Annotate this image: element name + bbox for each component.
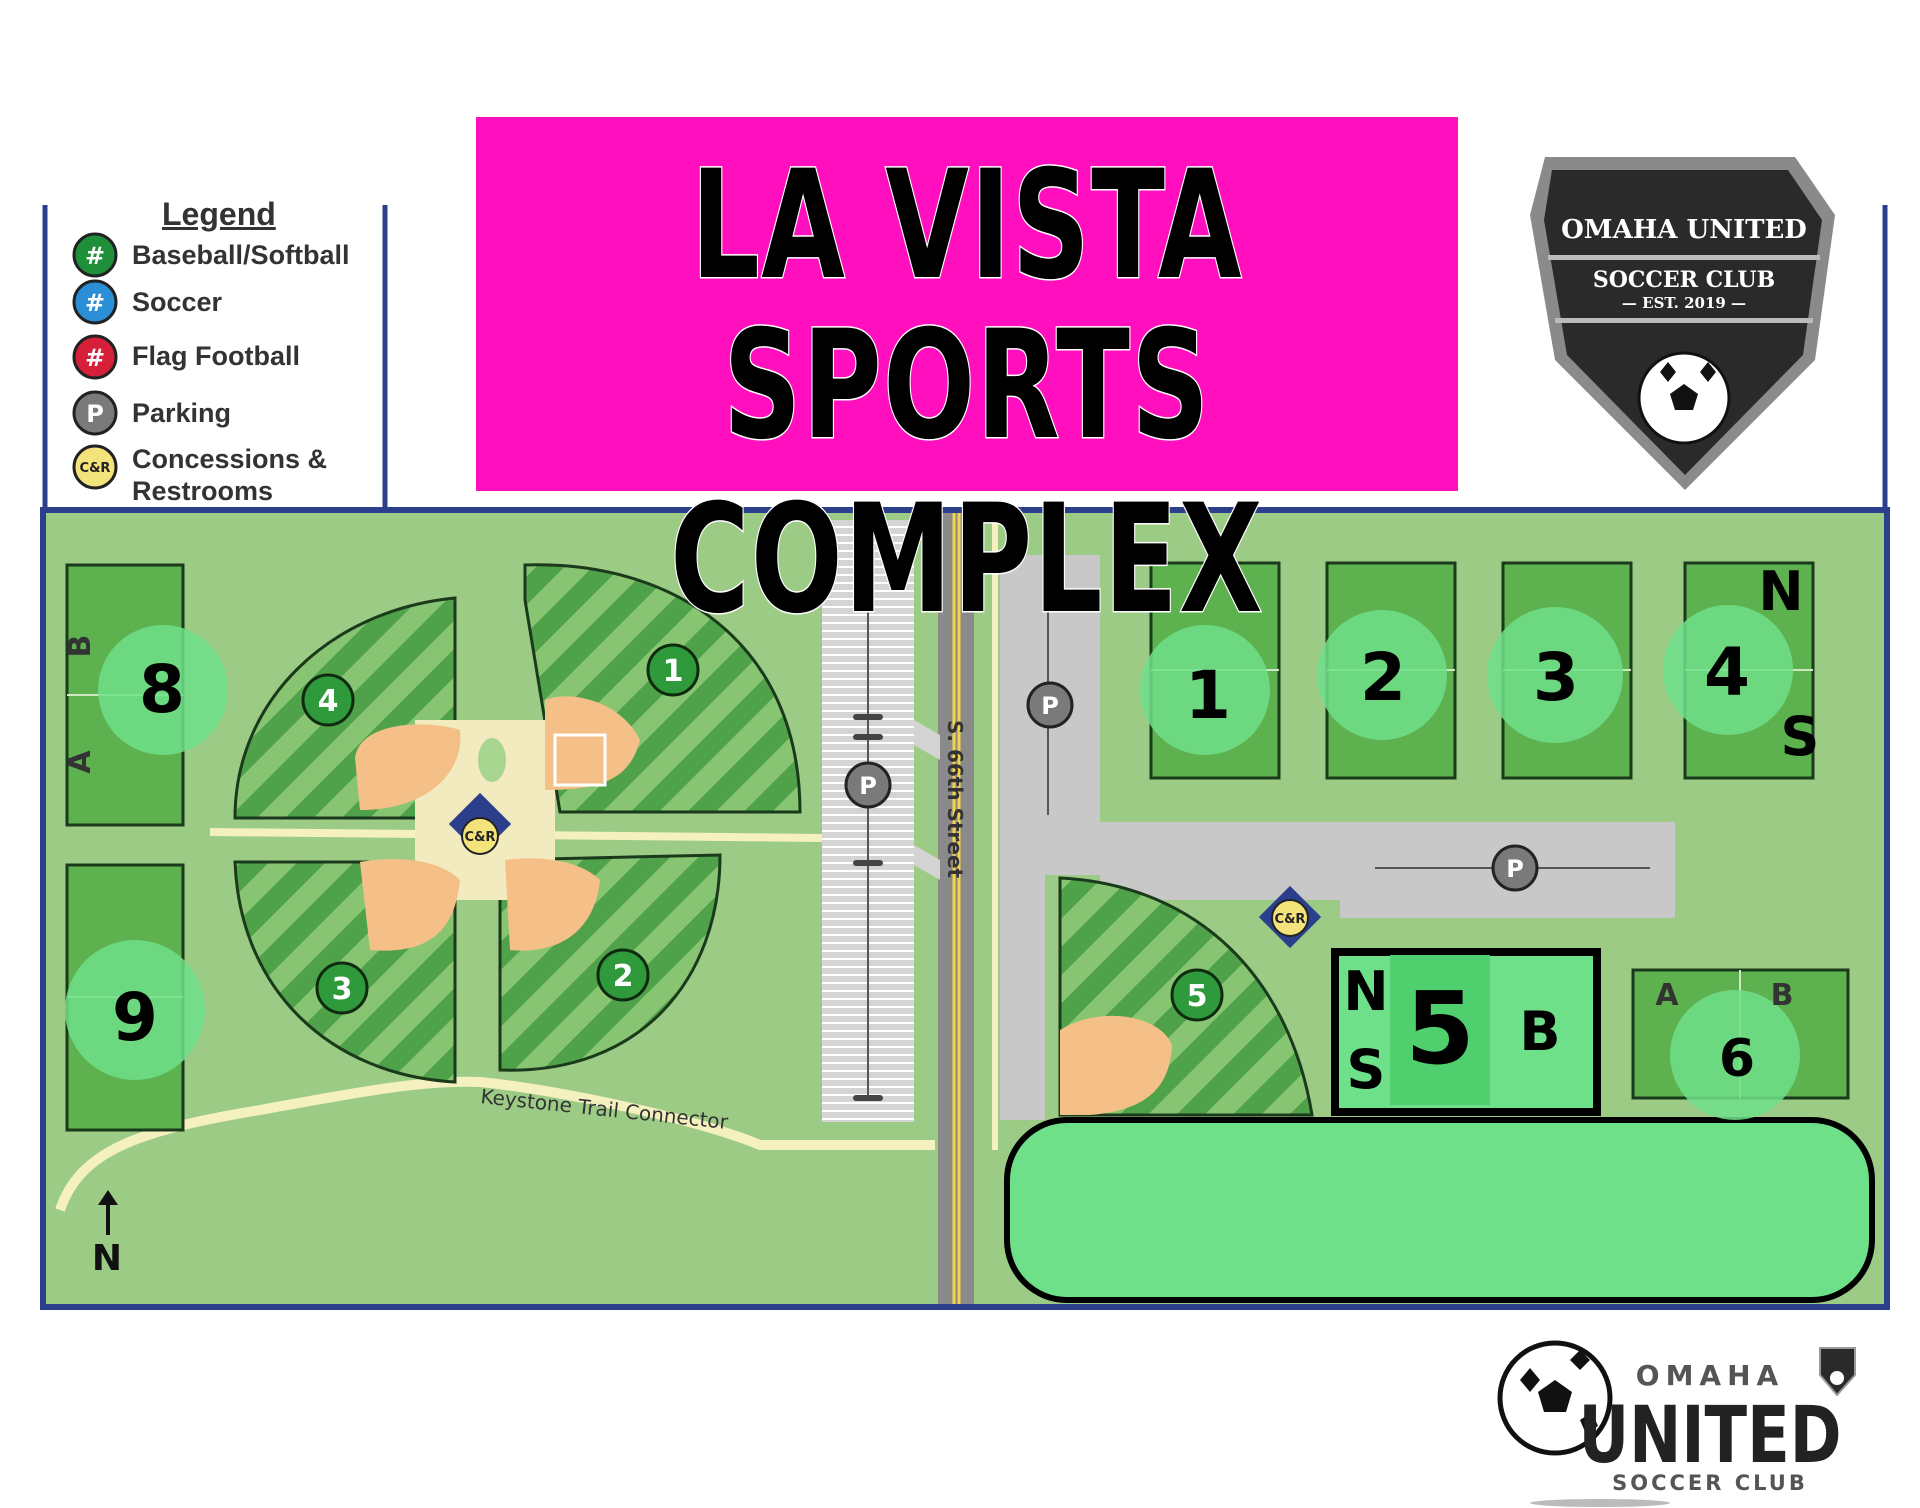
legend-label-flag: Flag Football <box>132 341 300 371</box>
soccer-number-2: 2 <box>1360 639 1406 716</box>
badge-name: OMAHA UNITED <box>1561 215 1807 245</box>
legend-label-baseball: Baseball/Softball <box>132 240 350 270</box>
legend-symbol-soccer: # <box>85 289 105 317</box>
parking-symbol-left: P <box>859 772 877 800</box>
footer-logo-main: UNITED <box>1578 1389 1841 1481</box>
field4-north-marker: N <box>1758 560 1803 623</box>
parking-lot-left <box>822 520 940 1122</box>
north-arrow <box>98 1190 118 1235</box>
legend-label-concessions: Concessions & <box>132 444 328 474</box>
soccer-number-9: 9 <box>112 979 158 1056</box>
baseball-number-5: 5 <box>1187 979 1208 1014</box>
parking-symbol-top: P <box>1041 692 1059 720</box>
baseball-number-2: 2 <box>613 959 634 994</box>
field8-b-marker: B <box>63 635 98 658</box>
soccer-number-4: 4 <box>1704 634 1750 711</box>
field8-a-marker: A <box>63 750 98 774</box>
legend-symbol-cr: C&R <box>80 461 111 476</box>
badge-sub: SOCCER CLUB <box>1593 267 1775 293</box>
highlight-area <box>1004 1117 1875 1303</box>
field5-south-marker: S <box>1347 1038 1386 1101</box>
north-label: N <box>92 1238 122 1279</box>
baseball-number-1: 1 <box>663 654 684 689</box>
baseball-markers <box>301 643 1224 1022</box>
street <box>938 513 998 1304</box>
soccer-number-5: 5 <box>1405 970 1475 1087</box>
legend-icons <box>72 232 118 490</box>
parking-symbol-right: P <box>1506 855 1524 883</box>
field6-a-marker: A <box>1655 978 1679 1013</box>
concessions-symbol-left: C&R <box>465 830 496 845</box>
footer-logo-top: OMAHA <box>1636 1359 1784 1392</box>
soccer-number-1: 1 <box>1185 657 1231 734</box>
footer-logo <box>1497 1340 1856 1507</box>
soccer-number-3: 3 <box>1533 639 1579 716</box>
baseball-number-4: 4 <box>318 684 339 719</box>
legend-symbol-flag: # <box>85 344 105 372</box>
concessions-symbol-right: C&R <box>1275 912 1306 927</box>
baseball-number-3: 3 <box>332 972 353 1007</box>
parking-markers <box>844 681 1539 892</box>
title-line-2: SPORTS COMPLEX <box>669 298 1264 649</box>
legend-symbol-baseball: # <box>85 242 105 270</box>
soccer-highlights <box>65 605 1800 1120</box>
legend-panel <box>42 205 1888 510</box>
legend-label-parking: Parking <box>132 398 232 428</box>
street-label: S. 66th Street <box>943 720 967 879</box>
badge-est: — EST. 2019 — <box>1622 294 1746 312</box>
footer-logo-bottom: SOCCER CLUB <box>1612 1471 1808 1495</box>
field6-b-marker: B <box>1771 978 1794 1013</box>
legend-label-soccer: Soccer <box>132 287 223 317</box>
club-badge <box>1530 157 1835 490</box>
concessions-markers <box>448 792 1322 949</box>
soccer-number-6: 6 <box>1719 1029 1755 1089</box>
title-banner: LA VISTA SPORTS COMPLEX <box>476 117 1458 649</box>
soccer-number-8: 8 <box>139 651 185 728</box>
legend-title: Legend <box>162 196 276 232</box>
title-line-1: LA VISTA <box>690 138 1243 315</box>
legend-label-restrooms: Restrooms <box>132 476 274 506</box>
legend-symbol-parking: P <box>86 400 104 428</box>
field4-south-marker: S <box>1781 705 1820 768</box>
field5-north-marker: N <box>1343 960 1388 1023</box>
field5-b-marker: B <box>1519 1000 1560 1063</box>
